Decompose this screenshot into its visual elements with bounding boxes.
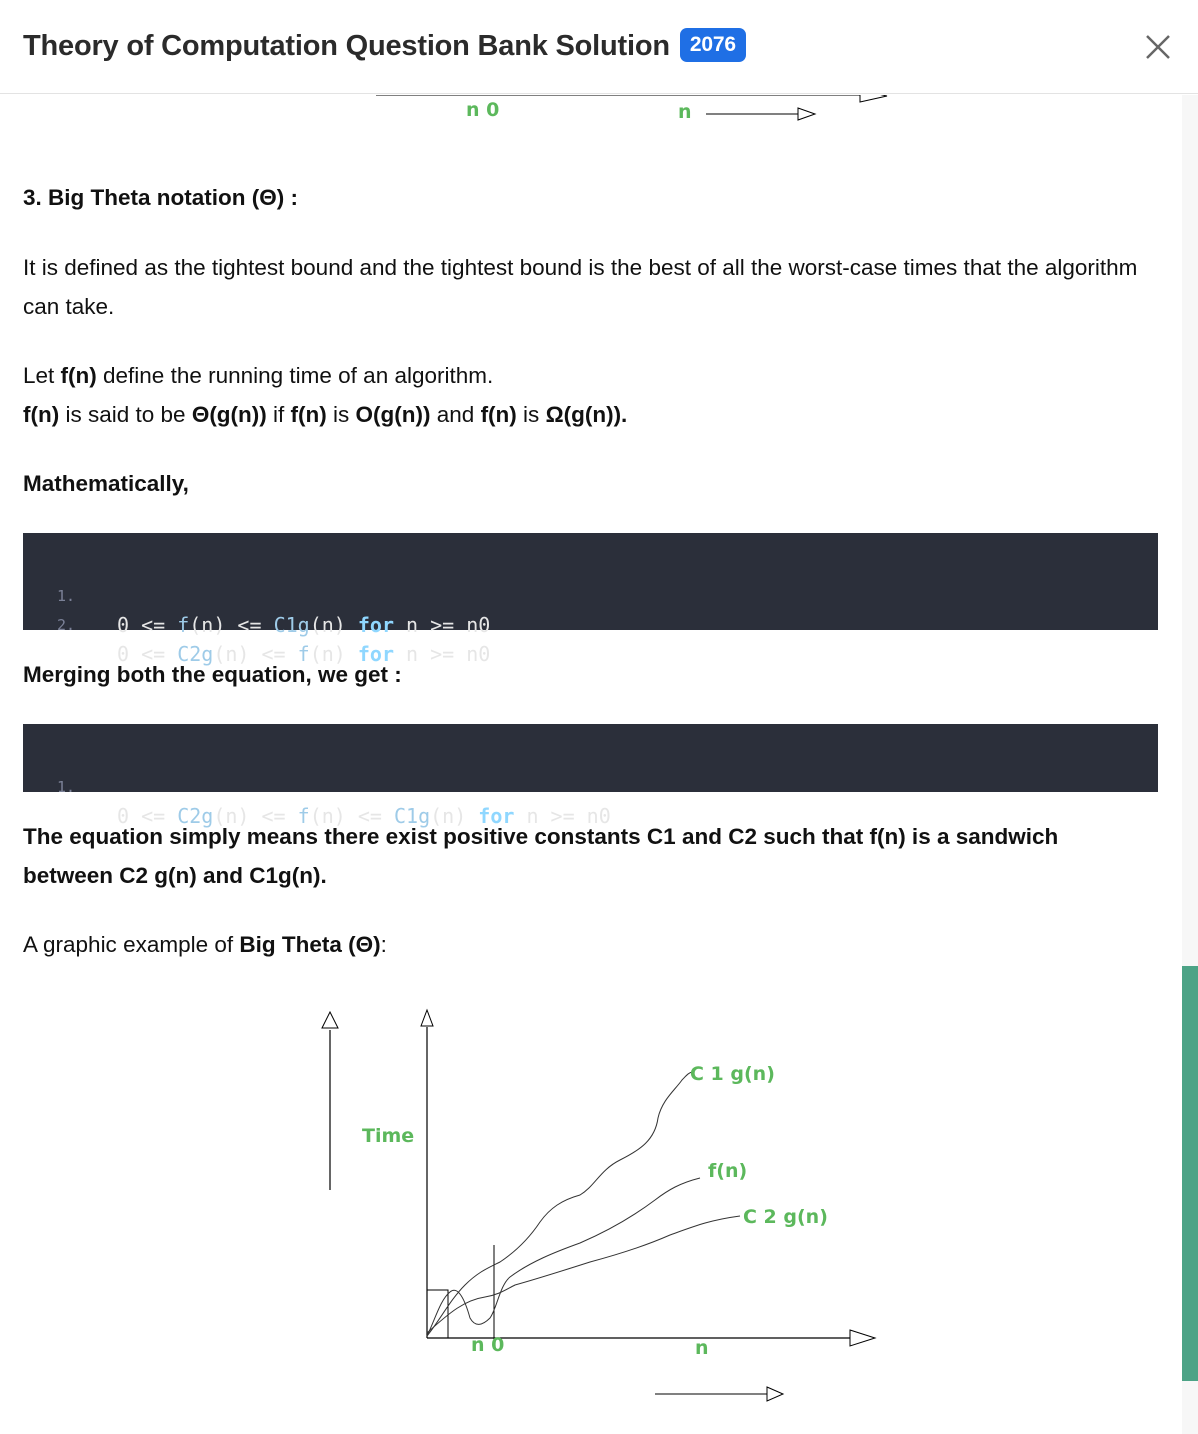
t-p8: and [430,402,481,427]
graphic-bold: Big Theta (Θ) [239,932,381,957]
top-figure: n 0 n [376,95,888,123]
definition-paragraph: It is defined as the tightest bound and … [23,255,1138,319]
code-block-merged: 1. 0 <= C2g(n) <= f(n) <= C1g(n) for n >… [23,724,1158,828]
code-text: 0 <= f(n) <= C1g(n) for n >= n0 [117,611,490,640]
line-number: 1. [57,778,76,796]
c1-label: C 1 g(n) [690,1063,775,1085]
code-token: (n) <= [213,804,298,828]
year-badge: 2076 [679,28,746,63]
code-keyword: for [357,642,394,666]
f-curve [426,1177,701,1337]
code-line: 1. 0 <= C2g(n) <= f(n) <= C1g(n) for n >… [23,744,1158,828]
merging-heading: Merging both the equation, we get : [23,662,402,687]
theta-definition-line: f(n) is said to be Θ(g(n)) if f(n) is O(… [23,395,1143,434]
section-heading: 3. Big Theta notation (Θ) : [23,185,298,210]
n-label: n [695,1337,709,1359]
code-token: (n) <= [213,642,298,666]
c2-label: C 2 g(n) [743,1206,828,1228]
graphic-pre: A graphic example of [23,932,240,957]
code-token: 0 <= [117,613,178,637]
fn-bold: f(n) [60,363,97,388]
code-text: 0 <= C2g(n) <= f(n) for n >= n0 [117,640,490,669]
code-keyword: for [357,613,394,637]
graphic-example-line: A graphic example of Big Theta (Θ): [23,925,1143,964]
code-token: n >= n0 [393,642,491,666]
line-number: 2. [57,616,76,634]
running-time-line: Let f(n) define the running time of an a… [23,356,1143,395]
big-theta-figure: Time C 1 g(n) f(n) C 2 g(n) n 0 n [321,1008,877,1402]
top-n-label: n [678,101,692,123]
code-line: 2. 0 <= C2g(n) <= f(n) for n >= n0 [23,582,1158,666]
c1-curve [426,1071,693,1337]
code-token: n >= n0 [393,613,491,637]
t-p3: Θ(g(n)) [191,402,267,427]
code-token: C2g [177,642,214,666]
title-text: Theory of Computation Question Bank Solu… [23,30,670,62]
top-n0-label: n 0 [466,99,499,121]
code-token: (n) [309,642,358,666]
code-token: (n) <= [189,613,274,637]
t-p2: is said to be [59,402,192,427]
mathematically-label: Mathematically, [23,471,189,496]
code-token: C1g [273,613,310,637]
f-label: f(n) [708,1160,747,1182]
code-token: 0 <= [117,642,178,666]
n0-label: n 0 [471,1334,504,1356]
t-p1: f(n) [23,402,60,427]
code-token: (n) <= [309,804,394,828]
sandwich-paragraph: The equation simply means there exist po… [23,824,1059,888]
t-p9: f(n) [480,402,517,427]
c2-curve [426,1215,741,1334]
line-number: 1. [57,587,76,605]
code-line: 1. 0 <= f(n) <= C1g(n) for n >= n0 [23,553,1158,637]
modal-header: Theory of Computation Question Bank Solu… [0,0,1198,94]
code-token: f [297,642,310,666]
t-p5: f(n) [290,402,327,427]
code-keyword: for [478,804,515,828]
code-block-inequalities: 1. 0 <= f(n) <= C1g(n) for n >= n0 2. 0 … [23,533,1158,666]
t-p7: O(g(n)) [355,402,431,427]
let-text: Let [23,363,61,388]
code-token: (n) [430,804,479,828]
define-text: define the running time of an algorithm. [96,363,494,388]
graphic-post: : [380,932,387,957]
t-p6: is [326,402,356,427]
scrollbar-thumb[interactable] [1182,966,1198,1381]
close-icon[interactable] [1142,31,1174,63]
code-token: (n) [309,613,358,637]
modal-content: n 0 n 3. Big Theta notation (Θ) : It is … [0,95,1182,1434]
code-text: 0 <= C2g(n) <= f(n) <= C1g(n) for n >= n… [117,802,611,831]
t-p4: if [266,402,291,427]
code-token: C1g [393,804,431,828]
code-token: n >= n0 [514,804,611,828]
modal-title: Theory of Computation Question Bank Solu… [23,28,746,64]
time-label: Time [362,1125,414,1147]
code-token: f [297,804,310,828]
code-token: C2g [177,804,214,828]
code-token: 0 <= [117,804,178,828]
code-token: f [177,613,190,637]
t-p10: is [516,402,546,427]
t-p11: Ω(g(n)). [545,402,628,427]
